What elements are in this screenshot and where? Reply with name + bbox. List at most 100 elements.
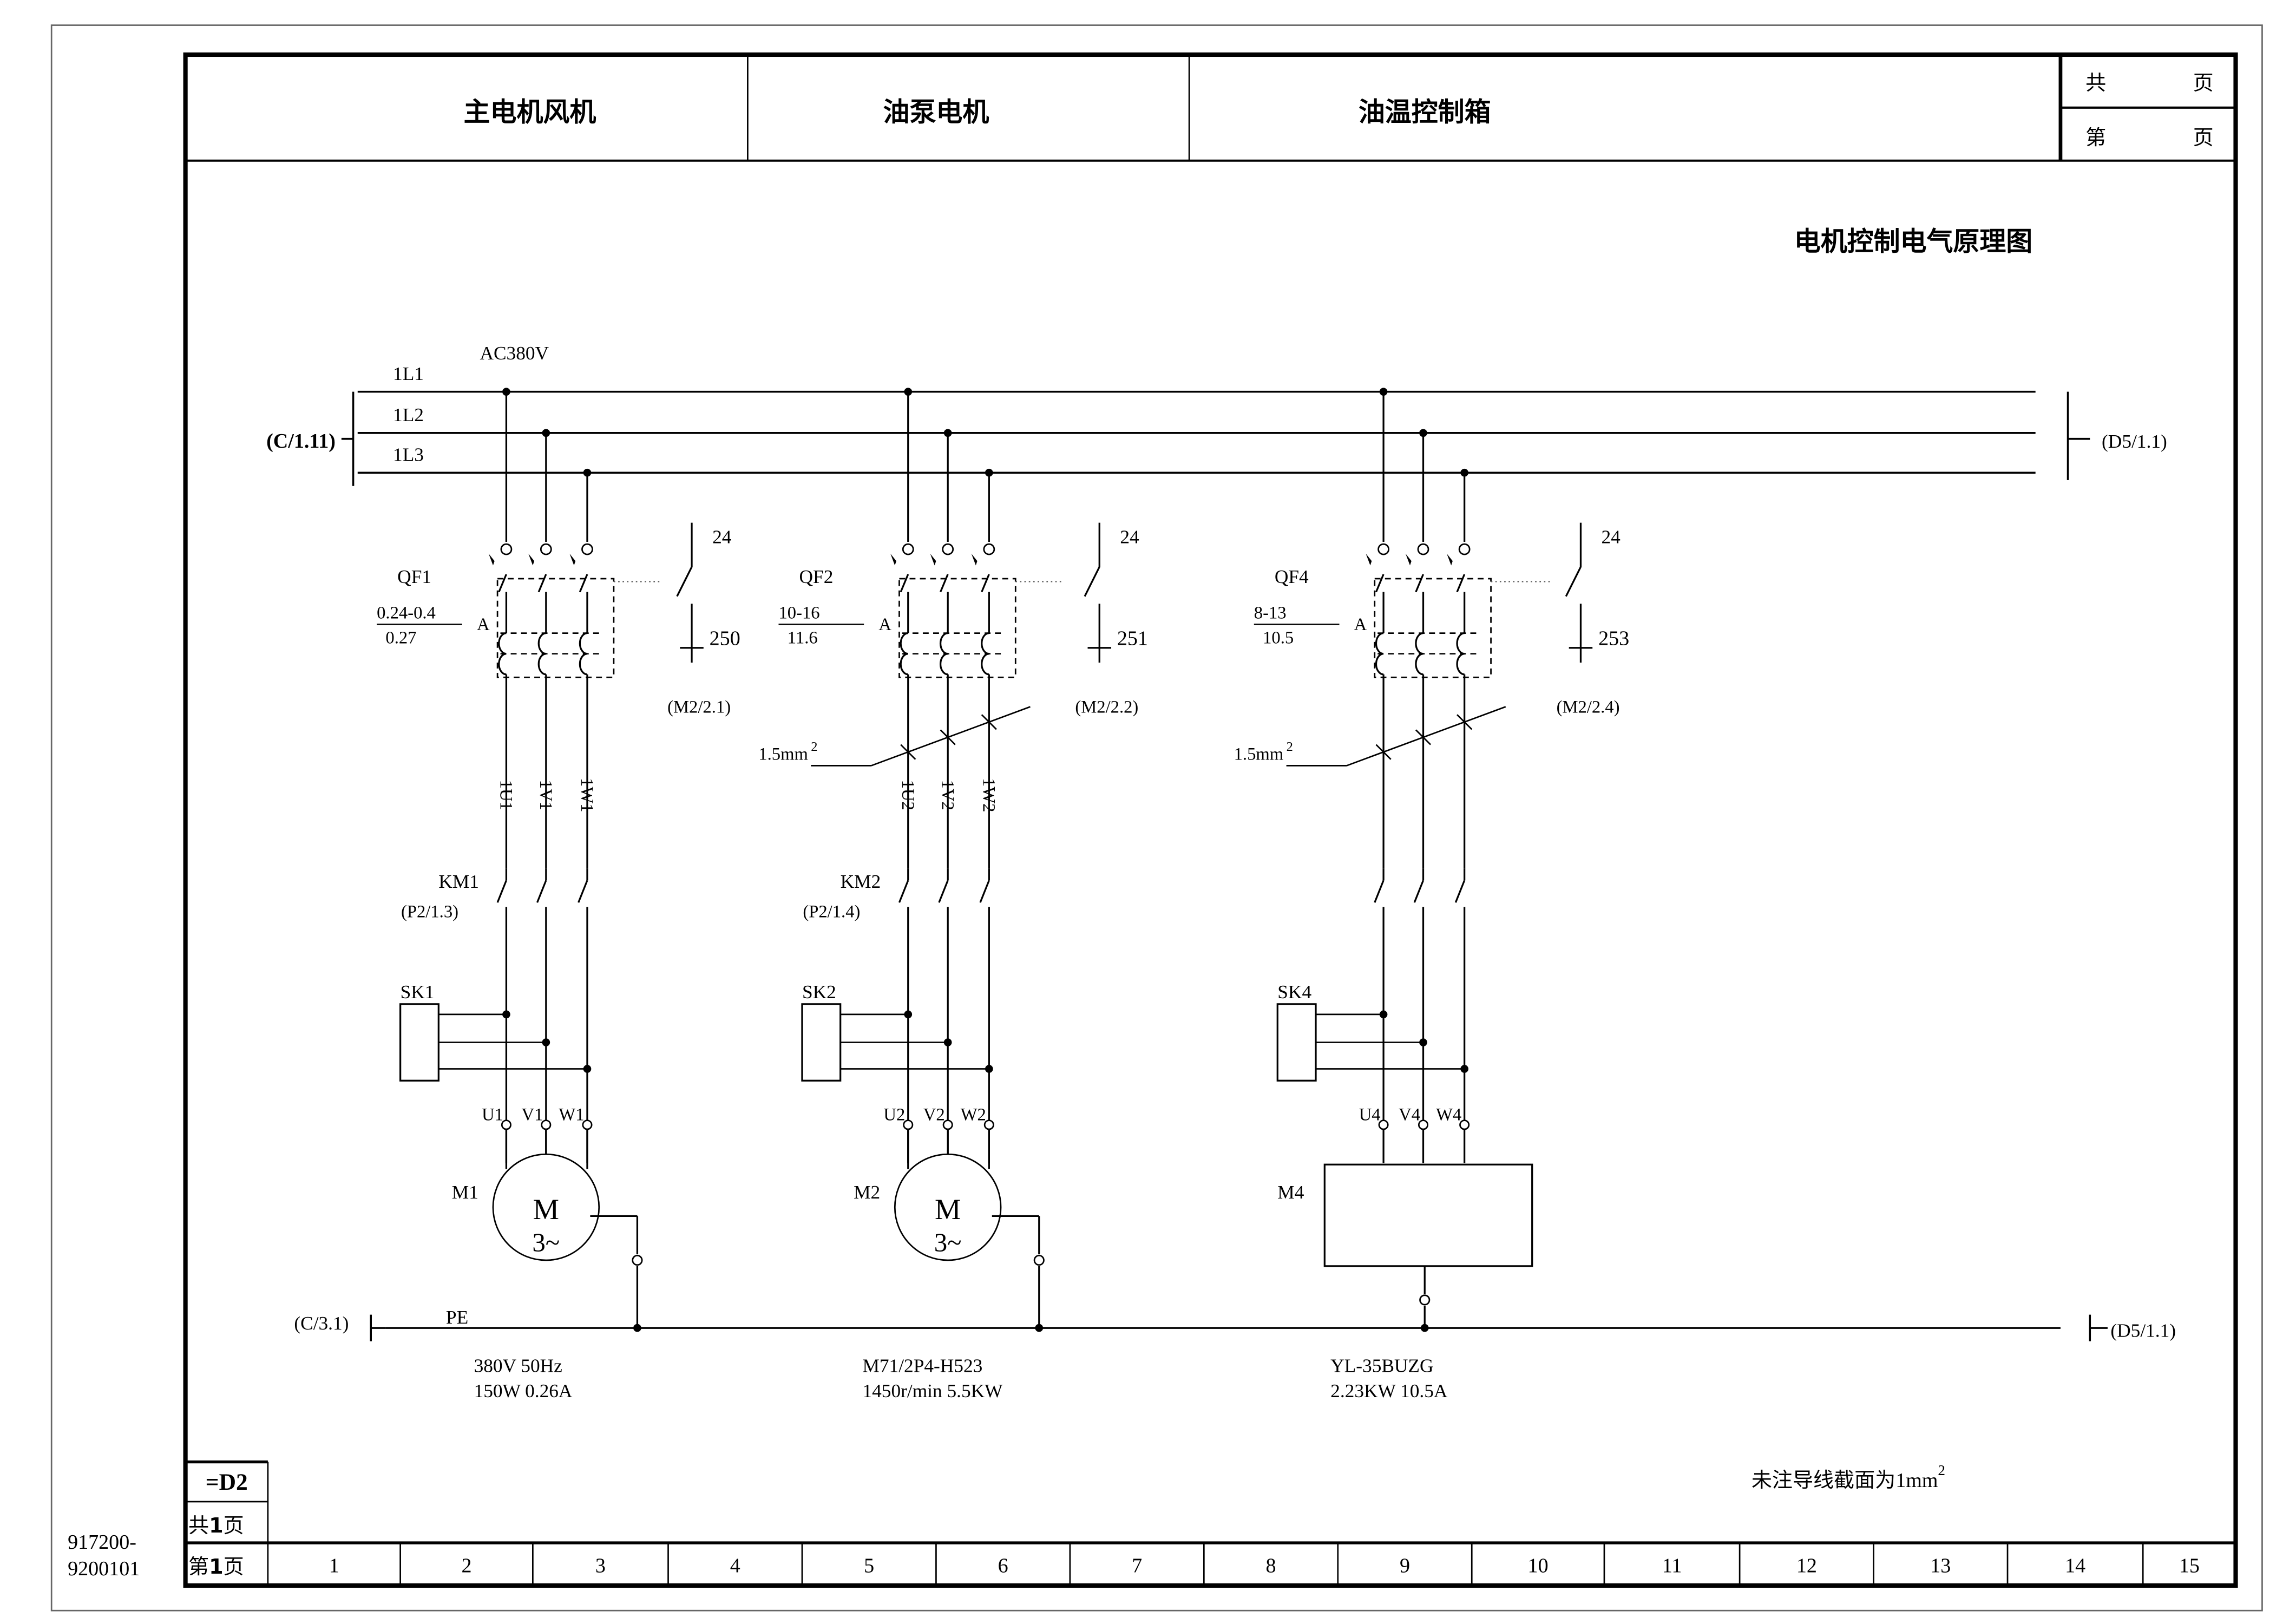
sensor-name: SK4: [1277, 981, 1311, 1003]
aux-top-label: 24: [712, 527, 732, 548]
column-number: 2: [461, 1554, 471, 1577]
sensor-junction: [1419, 1038, 1427, 1046]
terminal-label: W2: [961, 1105, 986, 1125]
terminal-label: U2: [883, 1105, 905, 1125]
aux-contact-blade: [676, 566, 693, 597]
pe-junction: [1420, 1324, 1429, 1332]
wire-label: 1W1: [577, 778, 596, 812]
wire-label: 1V2: [937, 780, 957, 810]
contactor-name: KM2: [841, 871, 881, 892]
motor-ground-terminal: [632, 1254, 643, 1266]
breaker-terminal: [1417, 543, 1429, 555]
contactor-blade: [1374, 880, 1385, 903]
sensor-name: SK2: [802, 981, 836, 1003]
breaker-terminal: [500, 543, 513, 555]
breaker-contact: [1415, 574, 1425, 593]
column-number: 15: [2179, 1554, 2200, 1577]
breaker-unit: A: [477, 615, 490, 634]
header: 主电机风机 油泵电机 油温控制箱 共 页 第 页: [185, 54, 2236, 162]
breaker-contact: [537, 574, 547, 593]
bus-ref-right: (D5/1.1): [2102, 431, 2167, 452]
breaker-terminal: [983, 543, 995, 555]
motor-terminal: [582, 1119, 593, 1130]
column-number: 7: [1132, 1554, 1142, 1577]
footer-total-pages: 共1页: [188, 1514, 244, 1537]
motor-phase: 3~: [934, 1228, 962, 1258]
breaker-contact: [1456, 574, 1466, 593]
oil-temp-box: [1323, 1163, 1533, 1267]
breaker-terminal: [581, 543, 593, 555]
aux-top-label: 24: [1602, 527, 1621, 548]
breaker-contact: [1375, 574, 1385, 593]
motor-terminal: [942, 1119, 953, 1130]
motor-spec-line2: 1450r/min 5.5KW: [862, 1380, 1003, 1402]
drawing-frame: [183, 52, 2238, 1588]
breaker-arrow: [528, 553, 535, 566]
contactor-blade: [898, 880, 909, 903]
sensor-box: [801, 1003, 842, 1082]
breaker-terminal: [1458, 543, 1471, 555]
column-number: 6: [998, 1554, 1008, 1577]
terminal-label: V2: [923, 1105, 945, 1125]
sensor-box: [399, 1003, 439, 1082]
breaker-arrow: [971, 553, 978, 566]
aux-top-label: 24: [1120, 527, 1139, 548]
contactor-ref: (P2/1.4): [803, 902, 860, 921]
breaker-arrow: [488, 553, 495, 566]
section-title-oil-pump-motor: 油泵电机: [883, 96, 989, 127]
wire-size-note: 未注导线截面为1mm2: [1751, 1462, 1945, 1492]
wire-label: 1U2: [898, 780, 917, 810]
breaker-range: 8-13: [1254, 603, 1287, 623]
breaker-unit: A: [878, 615, 891, 634]
motor-spec-line2: 150W 0.26A: [474, 1380, 573, 1402]
page-label: 第: [2085, 126, 2106, 149]
sheet-border: [50, 24, 2263, 1612]
contactor-blade: [979, 880, 990, 903]
contactor-blade: [578, 880, 588, 903]
bus-label-1l3: 1L3: [393, 444, 424, 465]
aux-ref-label: (M2/2.4): [1557, 697, 1620, 717]
wire-size-label: 1.5mm: [1234, 744, 1284, 764]
breaker-contact: [498, 574, 507, 593]
column-number: 9: [1400, 1554, 1410, 1577]
motor-terminal: [501, 1119, 511, 1130]
motor-terminal: [903, 1119, 914, 1130]
column-number: 4: [730, 1554, 740, 1577]
column-number: 1: [329, 1554, 339, 1577]
bus-ref-left: (C/1.11): [266, 430, 336, 453]
breaker-unit: A: [1354, 615, 1367, 634]
sensor-junction: [985, 1065, 993, 1073]
motor-spec-line2: 2.23KW 10.5A: [1330, 1380, 1448, 1402]
title-block: [185, 1460, 2236, 1586]
aux-contact-blade: [1565, 566, 1582, 597]
wire-size-tick: [1375, 744, 1392, 760]
breaker-contact: [940, 574, 949, 593]
aux-contact-blade: [1084, 566, 1100, 597]
breaker-contact: [900, 574, 909, 593]
breaker-terminal: [1377, 543, 1389, 555]
box-ground-terminal: [1419, 1294, 1431, 1306]
pe-label: PE: [446, 1307, 468, 1328]
wire-label: 1W2: [979, 778, 998, 812]
section-title-main-motor-fan: 主电机风机: [464, 96, 596, 127]
terminal-label: V1: [522, 1105, 543, 1125]
contactor-blade: [1454, 880, 1466, 903]
wire-size-sup: 2: [811, 739, 817, 754]
breaker-arrow: [890, 553, 897, 566]
supply-voltage-label: AC380V: [480, 343, 549, 364]
diagram-title: 电机控制电气原理图: [1794, 226, 2032, 257]
footer-page-number: 第1页: [188, 1555, 244, 1579]
sensor-junction: [1379, 1010, 1388, 1019]
document-number-line1: 917200-: [68, 1531, 136, 1554]
section-title-oil-temp-box: 油温控制箱: [1359, 96, 1491, 127]
total-pages-label: 共: [2085, 71, 2106, 95]
column-number: 10: [1528, 1554, 1549, 1577]
breaker-arrow: [930, 553, 936, 566]
sensor-junction: [1460, 1065, 1468, 1073]
motor-terminal: [983, 1119, 994, 1130]
motor-name: M1: [452, 1182, 478, 1203]
wire-size-tick: [1457, 714, 1473, 730]
breaker-name: QF2: [799, 566, 834, 587]
